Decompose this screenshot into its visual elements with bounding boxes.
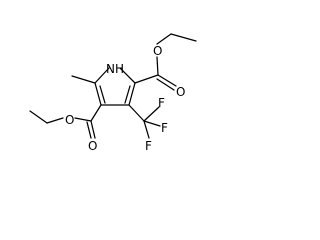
bond-cf3-f-top xyxy=(143,106,160,122)
bond-bottom-carbonyl-o-double-a xyxy=(90,120,96,139)
bond-c3-cf3 xyxy=(128,104,145,122)
atom-nh: NH xyxy=(106,62,124,76)
atom-f-bottom: F xyxy=(145,139,152,153)
bond-c2-carbonyl xyxy=(134,74,159,84)
atom-o-ester-bottom-single: O xyxy=(65,113,74,127)
bond-n1-c2 xyxy=(119,67,136,84)
atom-o-ester-top-double: O xyxy=(176,85,185,99)
bond-top-ch2-ch3 xyxy=(170,33,197,42)
bond-c4-c5-inner xyxy=(99,85,106,104)
atom-o-ester-top-single: O xyxy=(153,44,162,58)
bonds xyxy=(29,33,197,139)
atom-f-right: F xyxy=(161,121,168,135)
bond-n1-c5 xyxy=(94,67,110,84)
bond-cf3-f-right xyxy=(143,120,161,127)
bond-bottom-carbonyl-o-double-b xyxy=(86,121,92,139)
bond-bottom-o-ch2 xyxy=(46,117,64,124)
bond-c4-carbonyl xyxy=(90,104,102,122)
bond-c5-methyl xyxy=(71,75,96,84)
bond-c2-c3-inner xyxy=(124,85,131,104)
bond-c2-c3 xyxy=(128,82,136,106)
bond-bottom-carbonyl-o-single xyxy=(74,117,92,122)
bond-cf3-f-bottom xyxy=(143,120,150,139)
bond-top-o-ch2 xyxy=(156,33,172,45)
structure-diagram: NH O O O O F F F xyxy=(29,33,197,153)
bond-top-carbonyl-o-single xyxy=(156,56,159,76)
atom-labels: NH O O O O F F F xyxy=(65,44,185,153)
bond-c4-c5 xyxy=(94,82,102,106)
atom-f-top: F xyxy=(158,96,165,110)
bond-bottom-ch2-ch3 xyxy=(29,110,48,124)
atom-o-ester-bottom-double: O xyxy=(88,139,97,153)
bond-top-carbonyl-o-double-a xyxy=(157,74,177,87)
bond-top-carbonyl-o-double-b xyxy=(156,78,175,91)
